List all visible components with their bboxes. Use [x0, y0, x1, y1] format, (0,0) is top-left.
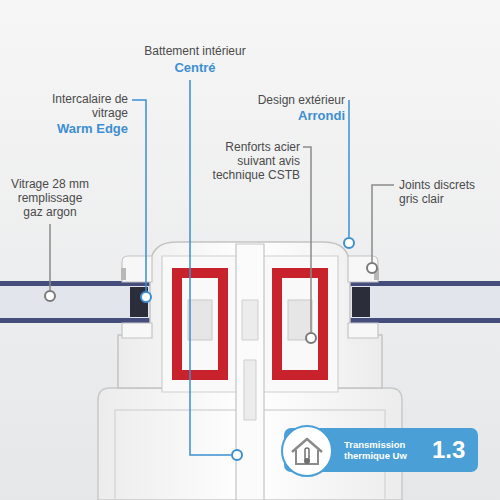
sash-chamber — [262, 256, 338, 392]
feature-highlight: Centré — [110, 60, 280, 75]
callout-marker — [367, 263, 377, 273]
callout-label: Vitrage 28 mm remplissage gaz argon — [8, 177, 92, 219]
glass-pane — [0, 318, 150, 323]
steel-reinforcement — [172, 268, 228, 380]
callout-marker — [45, 291, 55, 301]
house-thermometer-icon — [278, 422, 336, 480]
thermal-badge: Transmission thermique Uw 1.3 — [284, 428, 478, 472]
glazing-bead — [122, 323, 152, 338]
leader-line — [303, 147, 311, 332]
glass-pane — [350, 318, 500, 323]
callout-marker — [141, 292, 151, 302]
leader-line — [132, 100, 146, 291]
leader-line — [190, 80, 231, 455]
callout-marker — [232, 450, 242, 460]
callout-label: Joints discrets gris clair — [399, 178, 485, 206]
callout-label: Intercalaire de vitrage — [48, 92, 128, 120]
leader-line — [49, 224, 51, 290]
callout-marker — [344, 238, 354, 248]
glazing-bead — [348, 256, 378, 282]
seal — [121, 268, 126, 280]
steel-reinforcement — [272, 268, 328, 380]
glazing-bead — [348, 323, 378, 338]
leader-lines — [50, 80, 394, 455]
glazing-bead — [122, 256, 152, 282]
badge-caption: Transmission thermique Uw — [344, 439, 418, 461]
glass-gap — [0, 286, 150, 319]
callout-marker — [306, 333, 316, 343]
feature-highlight: Arrondi — [230, 108, 345, 123]
mullion-chamber — [242, 300, 258, 420]
callout-label: Renforts acier suivant avis technique CS… — [205, 140, 300, 182]
callout-markers — [45, 238, 377, 460]
leader-line — [348, 100, 350, 237]
callout-label: Battement intérieur — [110, 44, 280, 58]
feature-highlight: Warm Edge — [28, 121, 128, 136]
central-mullion — [236, 244, 264, 500]
leader-line — [372, 185, 394, 262]
badge-value: 1.3 — [432, 436, 465, 464]
warm-edge-spacer — [352, 287, 370, 317]
inner-chamber — [188, 300, 212, 340]
sash-chamber — [162, 256, 238, 392]
callout-label: Design extérieur — [230, 93, 345, 107]
glass-gap — [350, 286, 500, 319]
